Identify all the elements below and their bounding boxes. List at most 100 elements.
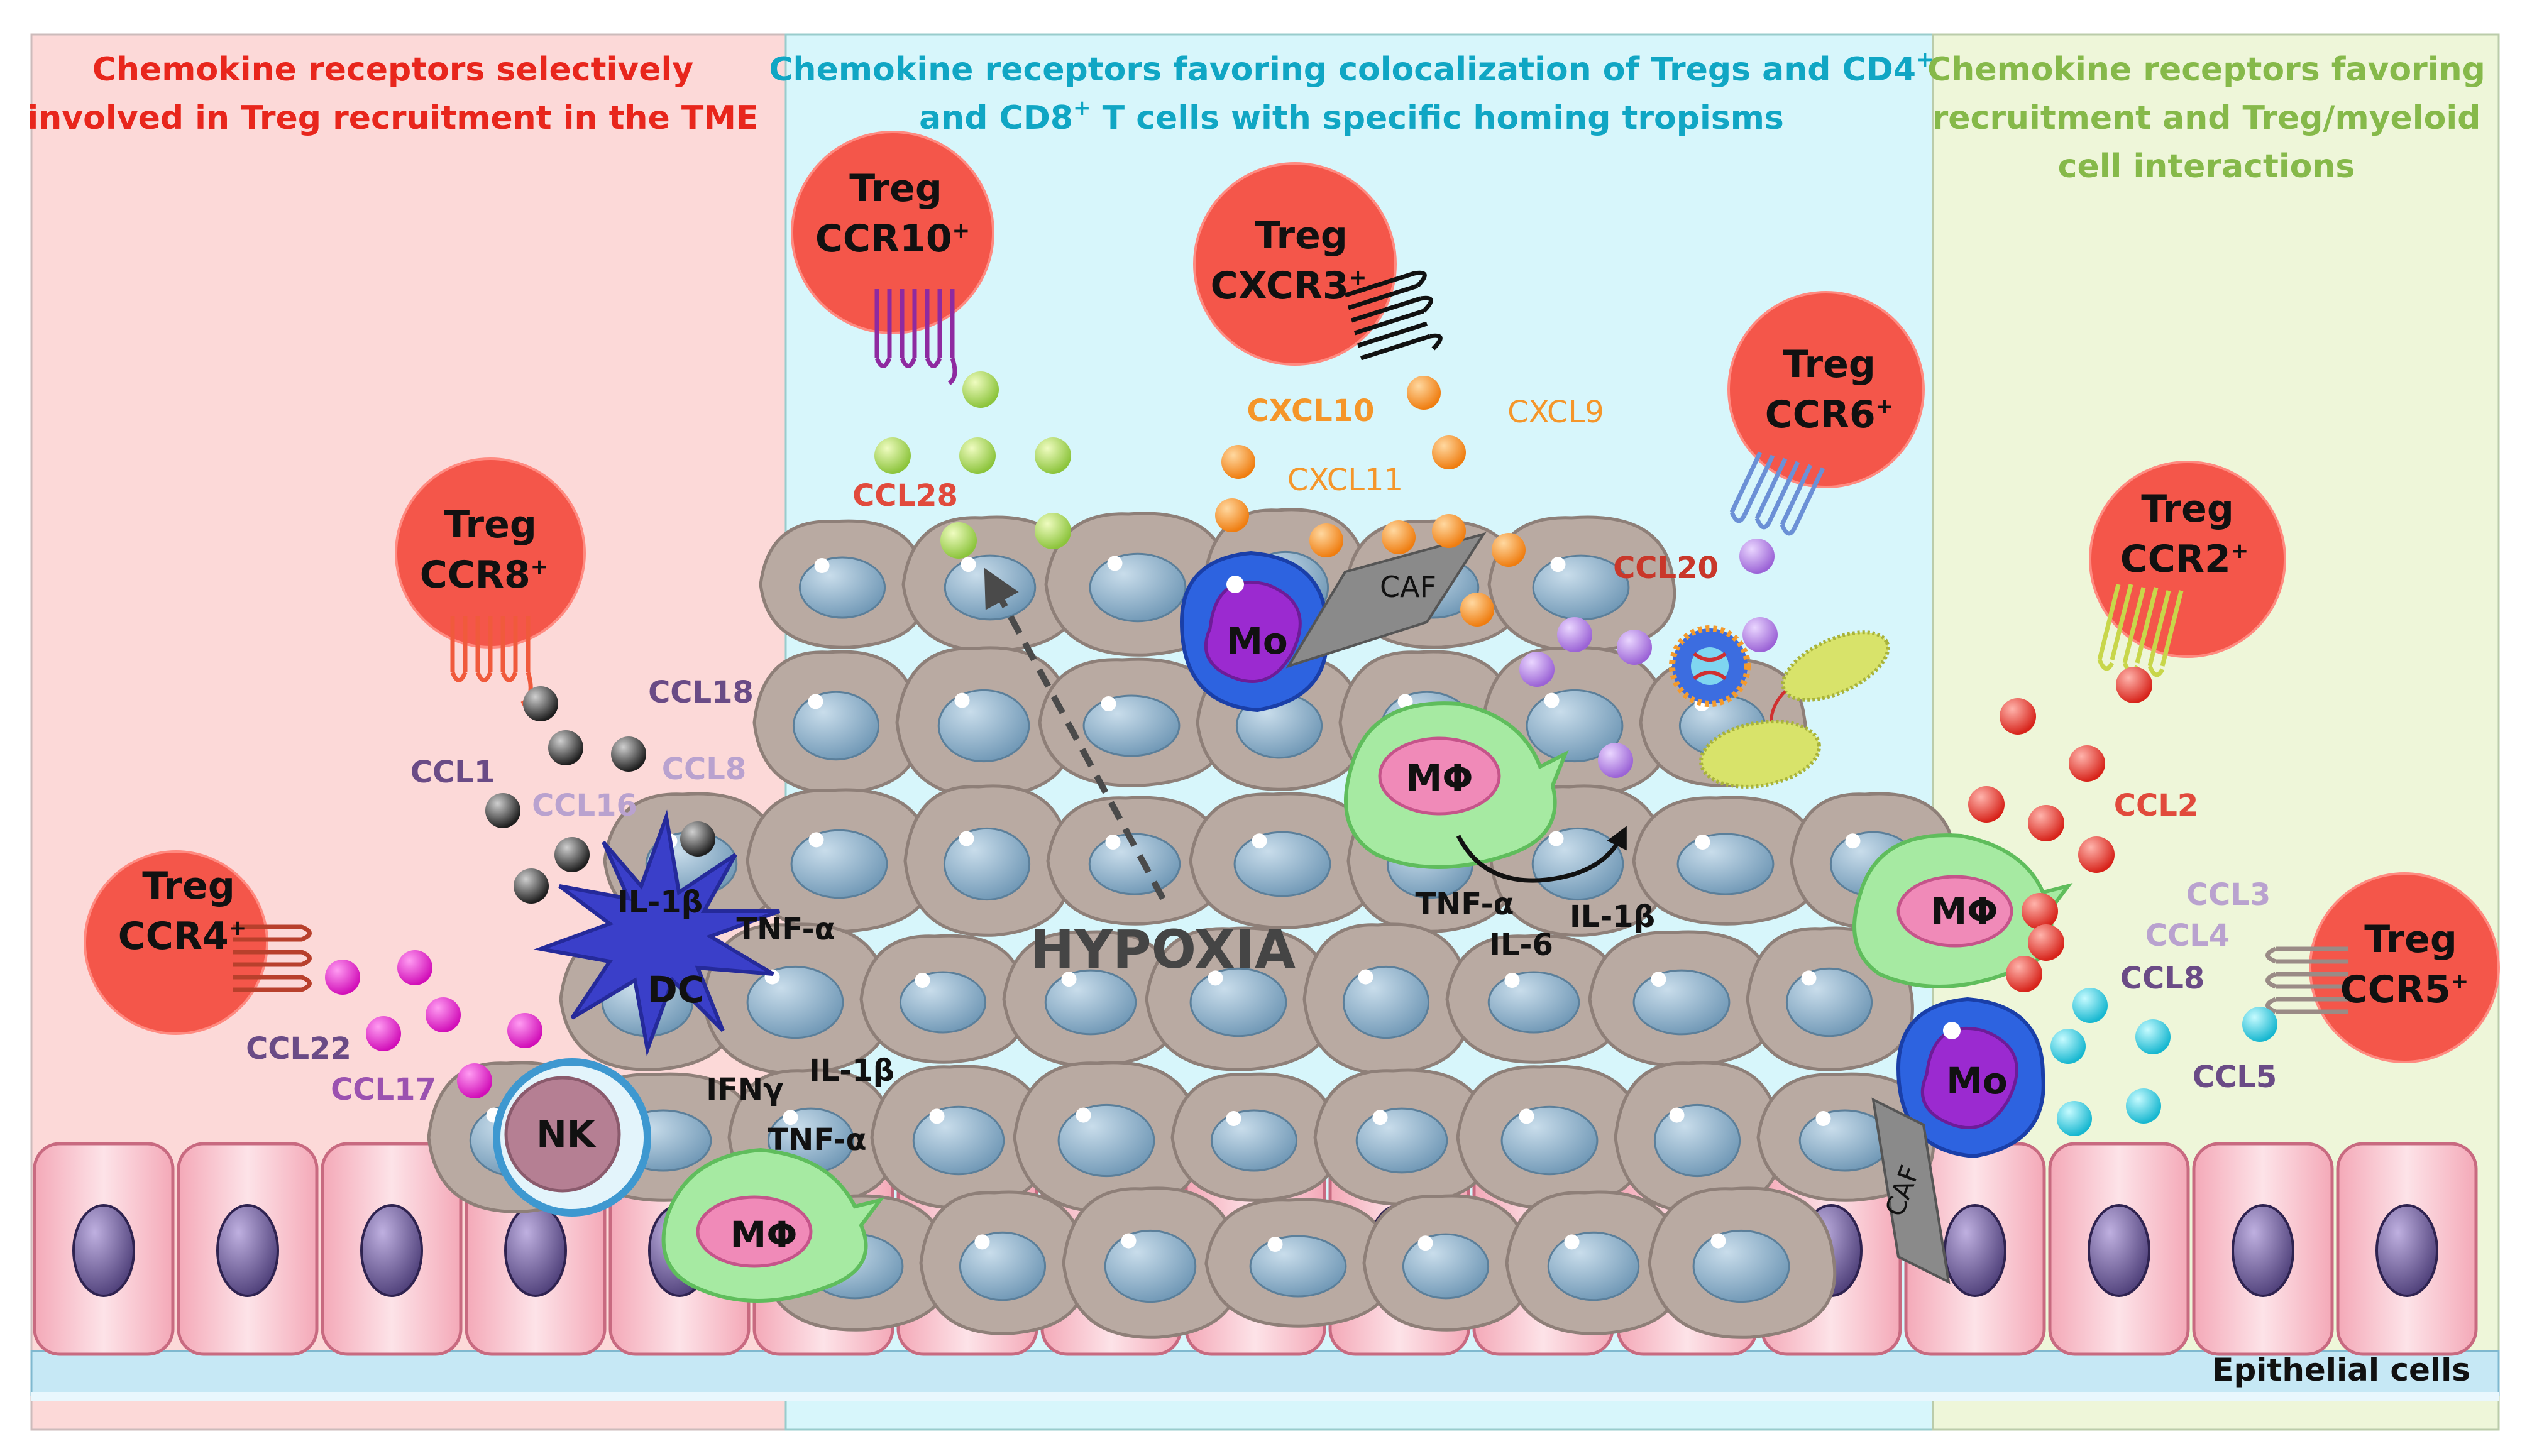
panel-right-title-line3: cell interactions	[2058, 148, 2355, 185]
nucleus-highlight	[1267, 1237, 1283, 1252]
epithelial-nucleus	[360, 1204, 423, 1297]
receptor-cxcr3-icon	[1344, 270, 1443, 361]
tumor-nucleus	[1632, 969, 1731, 1036]
receptor-label-ccr4: CCR4+	[118, 914, 247, 958]
chemokine-sphere	[1557, 617, 1592, 652]
chemokine-sphere	[874, 437, 911, 474]
chemokine-sphere	[1432, 435, 1466, 469]
panel-middle-title-line1: Chemokine receptors favoring colocalizat…	[769, 47, 1934, 89]
nucleus-highlight	[783, 1110, 798, 1125]
label-tnfa: TNF-α	[1415, 887, 1514, 922]
tumor-nucleus	[790, 829, 888, 899]
chemokine-sphere	[1035, 513, 1071, 549]
caf-right: CAF	[1871, 1097, 1951, 1284]
treg-ccr2: Treg CCR2+	[2089, 461, 2286, 677]
chemokine-sphere	[325, 960, 360, 995]
chemokine-sphere	[507, 1013, 542, 1048]
label-cxcl10: CXCL10	[1247, 393, 1374, 429]
label-ifng: IFNγ	[706, 1072, 784, 1107]
chemokine-sphere	[554, 837, 590, 872]
nucleus-highlight	[808, 694, 823, 709]
tumor-nucleus	[944, 554, 1037, 621]
tumor-nucleus	[1402, 1233, 1490, 1300]
nucleus-highlight	[1544, 692, 1560, 708]
treg-name: Treg	[444, 503, 537, 547]
cell-label-nk: NK	[536, 1113, 597, 1156]
panel-right-title-line2: recruitment and Treg/myeloid	[1932, 99, 2481, 137]
label-il6: IL-6	[1489, 928, 1553, 963]
panel-middle-title: Chemokine receptors favoring colocalizat…	[769, 47, 1934, 137]
cell-label-macrophage: MΦ	[1406, 757, 1473, 799]
label-il1b: IL-1β	[617, 885, 703, 920]
tumor-nucleus	[1104, 1229, 1197, 1303]
label-tnfa: TNF-α	[736, 912, 835, 947]
chemokine-sphere	[1309, 523, 1343, 557]
treg-name: Treg	[1255, 214, 1348, 258]
chemokine-sphere	[940, 522, 977, 559]
macrophage-right: MΦ	[1852, 833, 2073, 988]
nucleus-highlight	[1564, 1234, 1580, 1250]
nucleus-highlight	[1815, 1111, 1831, 1126]
label-ccl22: CCL22	[246, 1031, 351, 1066]
chemokine-sphere	[1035, 437, 1071, 474]
label-ccl17: CCL17	[331, 1072, 436, 1107]
chemokine-sphere	[2072, 988, 2108, 1023]
receptor-label-ccr6: CCR6+	[1765, 393, 1894, 437]
cell-label-monocyte: Mo	[1946, 1059, 2008, 1102]
tumor-nucleus	[1531, 827, 1624, 901]
panel-middle-title-line2: and CD8+ T cells with specific homing tr…	[919, 96, 1784, 137]
panel-left-title: Chemokine receptors selectively involved…	[27, 51, 758, 137]
chemokine-sphere	[1382, 520, 1416, 554]
nucleus-highlight	[974, 1234, 990, 1250]
monocyte-right: Mo	[1896, 997, 2045, 1159]
treg-name: Treg	[2141, 487, 2234, 531]
chemokine-sphere	[959, 437, 996, 474]
nk-cell: NK	[493, 1058, 651, 1217]
tumor-nucleus	[1526, 689, 1624, 763]
cell-label-dc: DC	[647, 968, 705, 1011]
nucleus-highlight	[1550, 557, 1566, 572]
nucleus-highlight	[1061, 972, 1077, 987]
chemokine-sphere	[514, 868, 549, 904]
nucleus-highlight	[915, 973, 930, 988]
nucleus-highlight	[1121, 1233, 1137, 1249]
label-tnfa: TNF-α	[768, 1122, 866, 1158]
label-il1b: IL-1β	[1570, 899, 1655, 934]
nucleus-highlight	[1504, 973, 1520, 988]
chemokine-sphere	[1968, 786, 2005, 823]
nucleus-highlight	[929, 1108, 945, 1124]
chemokine-sphere	[1432, 514, 1466, 548]
label-ccl2: CCL2	[2114, 788, 2198, 823]
nucleus-highlight	[1252, 833, 1267, 849]
panel-left-title-line1: Chemokine receptors selectively	[92, 51, 693, 89]
chemokine-sphere	[523, 686, 558, 721]
epithelial-nucleus	[1944, 1204, 2006, 1297]
chemokine-sphere	[426, 997, 461, 1032]
treg-name: Treg	[1783, 342, 1876, 386]
treg-ccr5: Treg CCR5+	[2265, 872, 2500, 1063]
treg-name: Treg	[2364, 917, 2457, 961]
nucleus-highlight	[961, 557, 976, 572]
dendritic-cell: DC	[533, 809, 781, 1057]
receptor-ccr6-icon	[1729, 451, 1825, 536]
receptor-ccr5-icon	[2265, 946, 2348, 1014]
tumor-nucleus	[1653, 1103, 1741, 1178]
chemokine-sphere	[1407, 376, 1441, 410]
macrophage-bottom-left: MΦ	[661, 1147, 885, 1303]
virus-icon	[1669, 625, 1751, 707]
hypoxia-label: HYPOXIA	[1030, 919, 1296, 980]
nucleus-highlight	[1695, 835, 1710, 850]
chemokine-spheres	[325, 371, 2277, 1136]
chemokine-sphere	[1519, 652, 1555, 687]
chemokine-sphere	[2050, 1029, 2086, 1064]
chemokine-sphere	[1215, 498, 1249, 532]
epithelial-nucleus	[216, 1204, 279, 1297]
nucleus-highlight	[808, 832, 824, 848]
chemokine-sphere	[457, 1063, 492, 1098]
tumor-nucleus	[1057, 1103, 1155, 1178]
tumor-nucleus	[1500, 1105, 1599, 1176]
label-ccl5: CCL5	[2193, 1059, 2277, 1095]
tumor-nucleus	[1082, 694, 1181, 757]
nucleus-highlight	[814, 558, 830, 573]
